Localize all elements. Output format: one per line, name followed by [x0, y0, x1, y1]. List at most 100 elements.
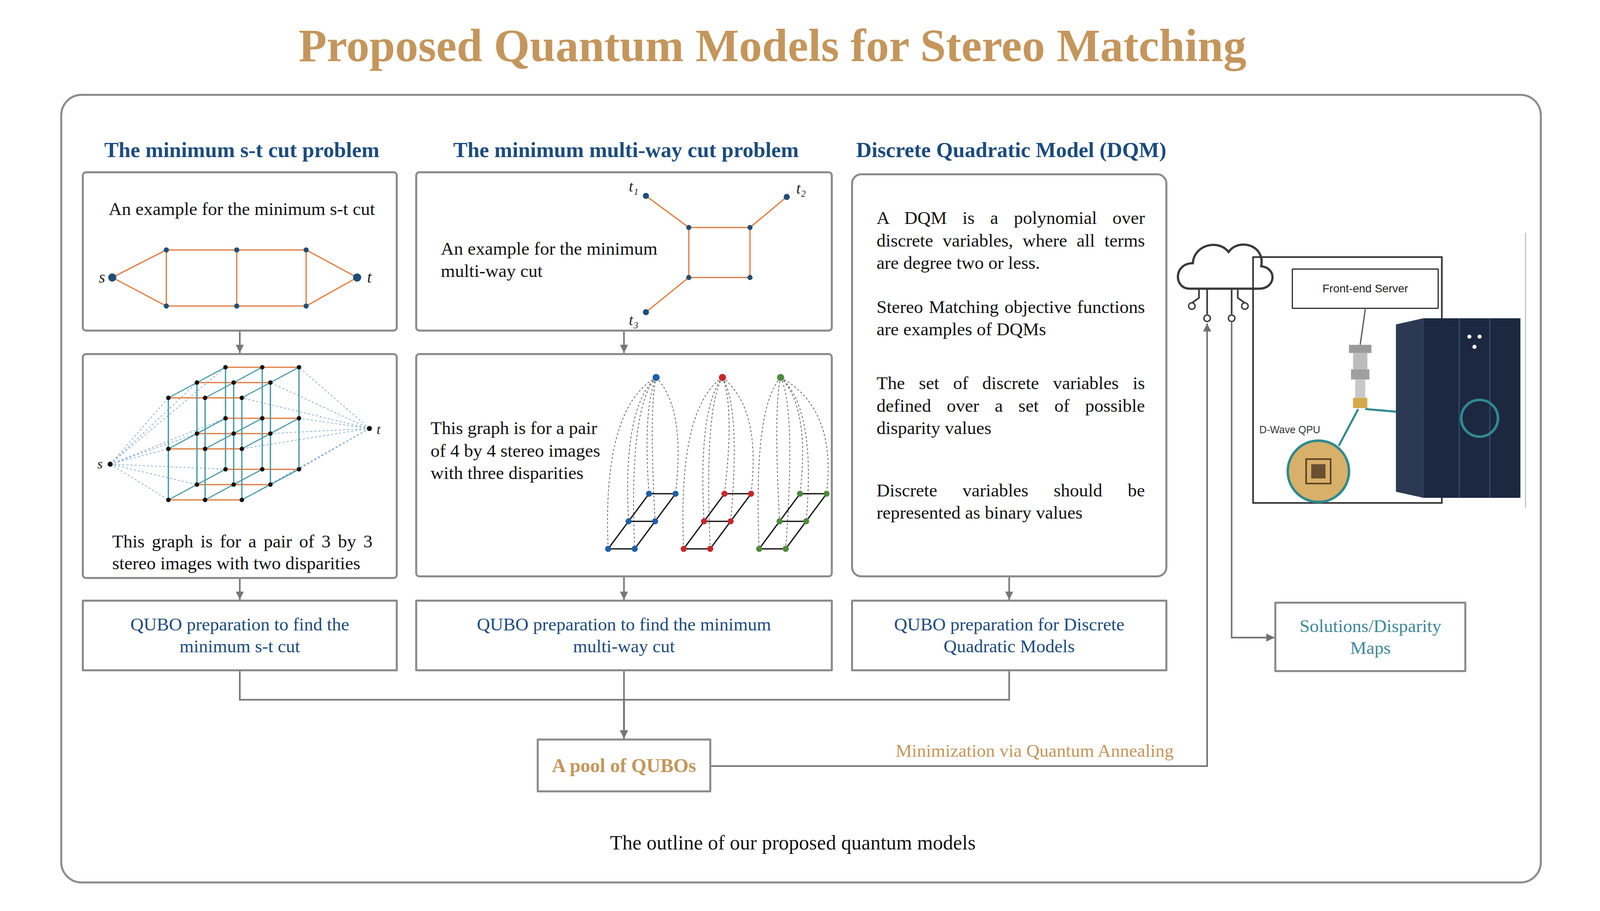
lattice-vertex [268, 431, 273, 436]
vertex-label: t₂ [796, 179, 807, 199]
graph-vertex [747, 225, 753, 231]
quantum-computer [1354, 379, 1366, 398]
lattice-vertex [202, 497, 208, 503]
box-text: The set of discrete variables is defined… [876, 372, 1146, 440]
grid-vertex [823, 490, 830, 498]
terminal-link [241, 428, 370, 449]
graph-vertex [747, 275, 753, 281]
lattice-edge [196, 381, 234, 384]
quantum-computer [1395, 318, 1424, 498]
lattice-edge [269, 382, 271, 434]
graph-vertex [163, 303, 169, 310]
process-box: Solutions/Disparity Maps [1274, 601, 1467, 673]
st-cut-graph [112, 249, 358, 307]
graph-vertex [686, 225, 692, 231]
graph-vertex [108, 247, 362, 309]
terminal-vertex [366, 426, 373, 432]
lattice-vertex [296, 416, 302, 421]
lattice-edge [196, 418, 226, 434]
lattice-vertex [194, 431, 200, 436]
panel-box: This graph is for a pair of 3 by 3 stere… [81, 353, 399, 580]
terminal-link [110, 367, 226, 465]
lattice-edge [196, 367, 226, 383]
flow-arrow [239, 671, 624, 739]
label-vertex [718, 373, 727, 382]
lattice-edge [269, 433, 271, 485]
lattice-edge [224, 418, 227, 470]
flow-arrow [623, 671, 1010, 739]
label-link [722, 377, 735, 522]
grid-edge [730, 493, 751, 522]
lattice-edge [262, 366, 299, 368]
quantum-computer [1461, 400, 1498, 438]
graph-vertex [642, 192, 790, 316]
grid-vertex [672, 490, 679, 498]
terminal-link [110, 382, 197, 465]
quantum-computer [1467, 334, 1472, 339]
lattice-vertex [166, 497, 171, 503]
grid-edge [704, 493, 725, 522]
grid-edge [806, 493, 827, 522]
label-link [780, 377, 809, 522]
graph-vertex [783, 194, 790, 201]
lattice-vertex [223, 416, 228, 421]
grid-edge [608, 548, 635, 550]
graph-vertex [303, 247, 309, 253]
graph-vertex [353, 273, 362, 282]
box-text: An example for the minimum s-t cut [88, 198, 395, 221]
cloud-icon [1177, 244, 1273, 289]
quantum-computer [1477, 334, 1482, 339]
grid-edge [779, 493, 800, 522]
lattice-vertex [166, 395, 171, 401]
terminal-link [270, 382, 370, 429]
cloud-icon [1203, 315, 1211, 322]
lattice-edge [168, 499, 206, 501]
lattice-vertex [231, 482, 236, 487]
grid-edge [648, 493, 676, 495]
lattice-edge [196, 484, 234, 486]
caption: The outline of our proposed quantum mode… [610, 830, 976, 856]
quantum-computer [1350, 369, 1370, 380]
grid-edge [724, 493, 751, 495]
box-text: QUBO preparation to find the minimum s-t… [118, 613, 362, 658]
grid-vertex [680, 546, 687, 553]
box-text: QUBO preparation for Discrete Quadratic … [879, 613, 1139, 658]
lattice-vertex [296, 365, 302, 370]
grid-edge [683, 521, 704, 550]
graph-vertex [686, 275, 692, 281]
label-link [780, 377, 803, 494]
grid-edge [785, 521, 807, 550]
terminal-link [110, 449, 169, 465]
label-link [780, 377, 828, 494]
lattice-edge [270, 469, 300, 485]
terminal-link [298, 367, 370, 429]
lattice-vertex [260, 416, 265, 421]
lattice-vertex [202, 395, 208, 401]
lattice-edge [168, 484, 198, 501]
lattice-edge [298, 367, 300, 419]
grid-vertex [776, 518, 783, 525]
flow-arrow [622, 577, 625, 600]
lattice-edge [168, 433, 198, 450]
vertex-label: s [98, 267, 106, 288]
grid-vertex [756, 546, 763, 553]
grid-edge [628, 520, 655, 523]
cloud-icon [1191, 288, 1245, 315]
grid-vertex [796, 490, 803, 498]
lattice-edge [233, 367, 263, 383]
label-link [722, 377, 754, 494]
label-link [722, 377, 730, 494]
label-link [656, 377, 679, 494]
lattice-vertex [260, 365, 265, 370]
graph-vertex [642, 309, 649, 316]
quantum-computer [1311, 464, 1326, 479]
lattice-vertex [166, 446, 171, 452]
lattice-edge [241, 382, 271, 399]
lattice-vertex [268, 380, 273, 385]
flow-arrow [238, 579, 241, 600]
graph-vertex [163, 247, 169, 253]
graph-vertex [234, 303, 240, 310]
column-heading: The minimum multi-way cut problem [396, 137, 856, 164]
quantum-computer [1287, 309, 1521, 502]
